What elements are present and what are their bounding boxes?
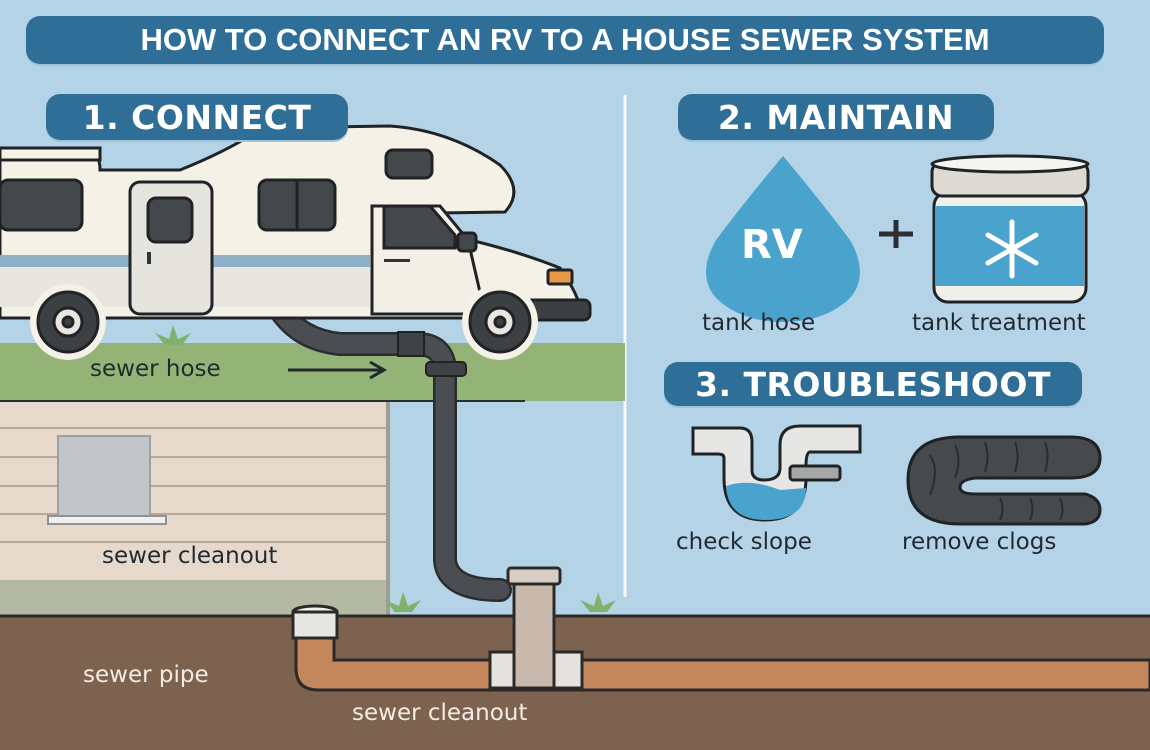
rv-motorhome (0, 124, 592, 360)
p-trap-pipe-icon (691, 424, 862, 522)
label-check-slope: check slope (676, 529, 812, 555)
snowflake-icon (985, 219, 1039, 279)
coiled-hose-icon (906, 435, 1102, 526)
drop-icon-text: RV (741, 222, 803, 268)
label-sewer-pipe: sewer pipe (83, 662, 209, 688)
label-tank-treatment: tank treatment (912, 310, 1086, 336)
section-heading-maintain: 2. MAINTAIN (678, 94, 994, 140)
sewer-cleanout-riser (488, 566, 584, 690)
label-sewer-hose: sewer hose (90, 356, 221, 382)
treatment-jar-icon (930, 154, 1090, 304)
plus-icon (879, 220, 913, 248)
section-heading-connect: 1. CONNECT (46, 94, 348, 140)
page-title: HOW TO CONNECT AN RV TO A HOUSE SEWER SY… (26, 16, 1104, 64)
grass-tuft-icons (155, 325, 616, 612)
water-drop-icon (706, 156, 860, 322)
label-sewer-cleanout-ground: sewer cleanout (352, 700, 528, 726)
label-tank-hose: tank hose (702, 310, 816, 336)
section-heading-troubleshoot: 3. TROUBLESHOOT (664, 362, 1082, 406)
house-window (57, 435, 151, 517)
arrow-right-icon (288, 360, 388, 380)
label-sewer-cleanout-house: sewer cleanout (102, 543, 278, 569)
house-wall (0, 400, 390, 616)
label-remove-clogs: remove clogs (902, 529, 1057, 555)
